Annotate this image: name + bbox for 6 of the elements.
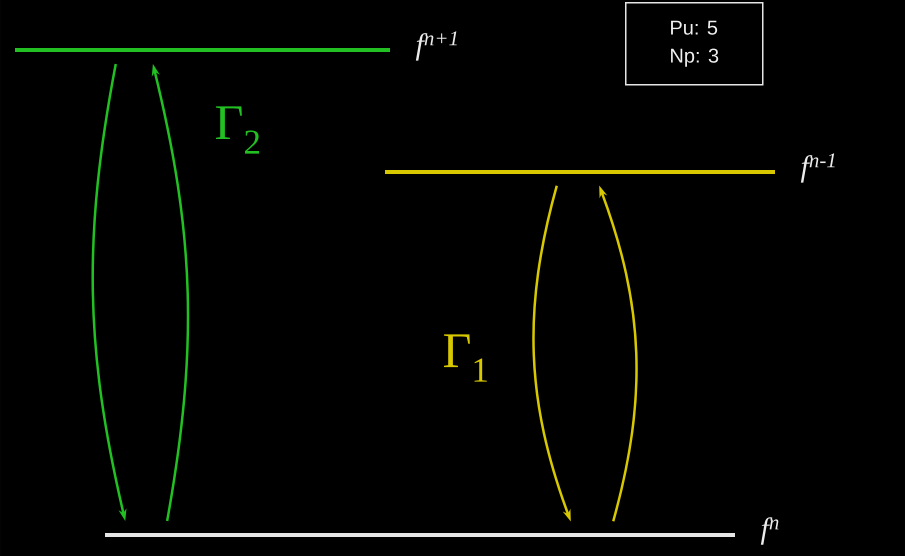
level-label: f$^{n}$: [760, 517, 778, 545]
level-label: f$^{n+1}$: [416, 31, 457, 61]
rate-label: Γ$_{2}$: [216, 106, 260, 154]
level-label: f$^{n-1}$: [800, 153, 835, 183]
rate-label: Γ$_{1}$: [444, 334, 487, 382]
info-box: Pu: 5 Np: 3: [625, 2, 764, 86]
